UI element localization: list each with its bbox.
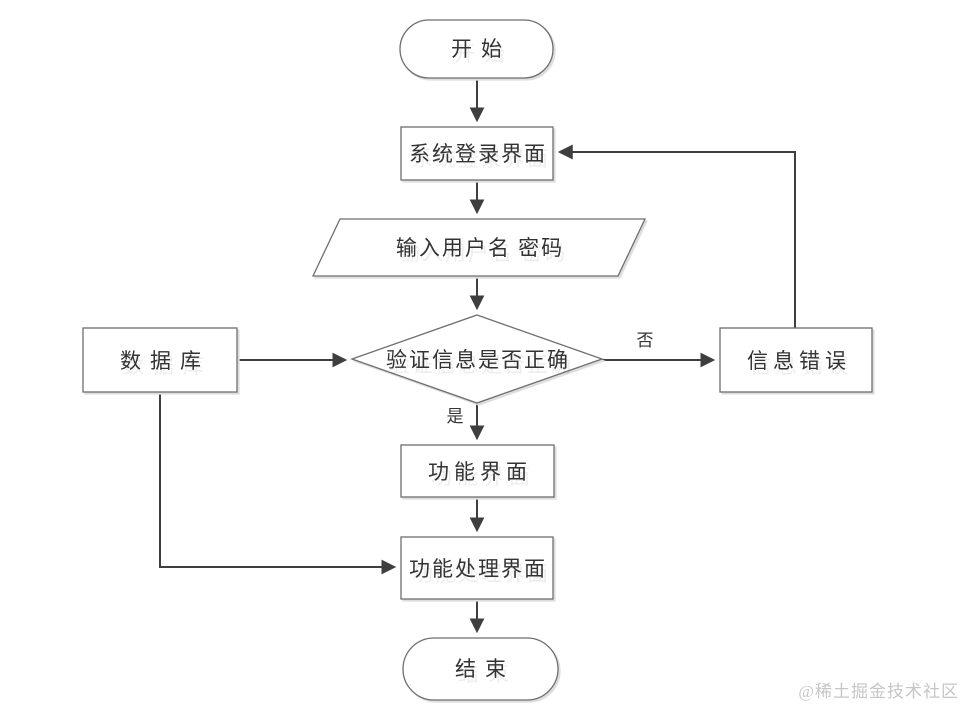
node-end: 结束: [402, 637, 559, 701]
node-process-ui: 功能处理界面: [400, 536, 554, 600]
function-ui-label: 功能界面: [428, 460, 532, 484]
edge-label-no: 否: [637, 331, 654, 350]
node-error: 信息错误: [719, 327, 873, 393]
node-start: 开始: [399, 19, 554, 79]
node-verify: 验证信息是否正确: [350, 314, 604, 404]
database-label: 数据库: [120, 349, 210, 373]
connectors: [159, 78, 796, 634]
login-label: 系统登录界面: [409, 142, 547, 166]
start-terminator-shape: [399, 19, 554, 79]
edge-error-to-login-loop: [557, 144, 796, 328]
verify-decision-shape: [350, 314, 604, 404]
node-input: 输入用户名 密码: [311, 218, 647, 277]
input-parallelogram-shape: [311, 218, 647, 277]
start-label: 开始: [451, 37, 511, 61]
database-shape: [82, 327, 238, 393]
edge-database-to-process: [159, 392, 397, 575]
error-shape: [719, 327, 873, 393]
end-terminator-shape: [402, 637, 559, 701]
end-label: 结束: [455, 657, 515, 681]
verify-label: 验证信息是否正确: [386, 348, 570, 372]
process-ui-label: 功能处理界面: [409, 557, 547, 581]
error-label: 信息错误: [747, 349, 851, 373]
site-watermark: @稀土掘金技术社区: [798, 682, 959, 701]
node-login: 系统登录界面: [400, 126, 554, 181]
node-function-ui: 功能界面: [400, 444, 555, 498]
login-process-shape: [400, 126, 554, 181]
function-ui-shape: [400, 444, 555, 498]
edge-label-yes: 是: [447, 407, 464, 426]
node-database: 数据库: [82, 327, 238, 393]
input-label: 输入用户名 密码: [396, 236, 564, 260]
process-ui-shape: [400, 536, 554, 600]
